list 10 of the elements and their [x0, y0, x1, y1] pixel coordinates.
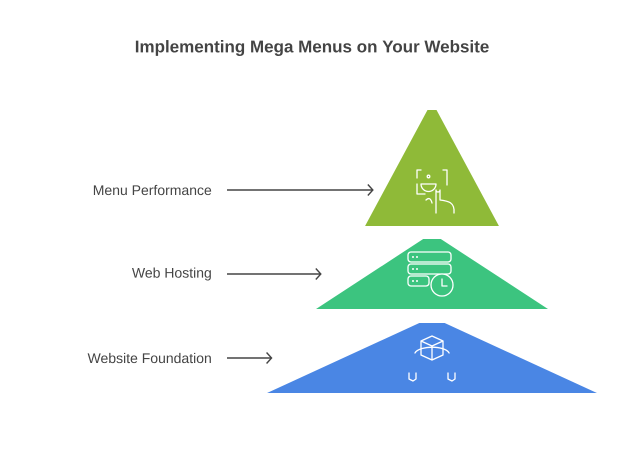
layer-label: Web Hosting	[132, 267, 211, 281]
layer-label: Menu Performance	[94, 184, 212, 196]
title: Implementing Mega Menus on Your Website	[136, 40, 489, 56]
arrow	[227, 268, 322, 280]
pyramid-layer	[316, 239, 548, 309]
pyramid-top	[365, 110, 499, 226]
layer-label: Website Foundation	[88, 352, 211, 364]
pyramid-layer	[267, 323, 597, 393]
arrow	[227, 352, 272, 364]
arrow	[227, 184, 374, 196]
